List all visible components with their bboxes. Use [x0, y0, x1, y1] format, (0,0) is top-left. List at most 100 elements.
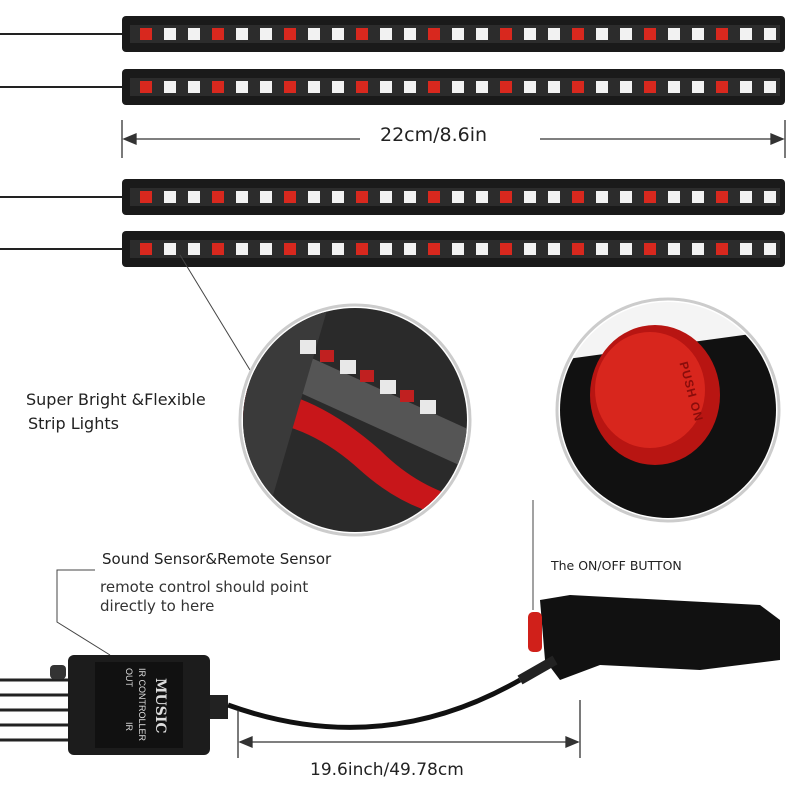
led-chip [500, 243, 512, 255]
led-chip [428, 243, 440, 255]
led-chip [764, 191, 776, 203]
led-strips [0, 16, 785, 267]
led-chip [476, 81, 488, 93]
led-chip [284, 191, 296, 203]
led-chip [716, 28, 728, 40]
led-chip [596, 81, 608, 93]
led-chip [236, 243, 248, 255]
led-chip [500, 191, 512, 203]
led-chip [548, 28, 560, 40]
led-chip [524, 243, 536, 255]
led-chip [572, 243, 584, 255]
led-chip [740, 81, 752, 93]
led-chip [524, 191, 536, 203]
strip-length-dimension [121, 120, 786, 158]
controller-out-label: OUT [124, 668, 134, 687]
strip-callout-line2: Strip Lights [28, 414, 119, 433]
led-chip [284, 243, 296, 255]
led-chip [380, 28, 392, 40]
led-chip [524, 28, 536, 40]
led-chip [212, 28, 224, 40]
led-chip [572, 81, 584, 93]
led-chip [236, 28, 248, 40]
led-chip [644, 243, 656, 255]
led-chip [596, 191, 608, 203]
led-chip [452, 28, 464, 40]
led-chip [260, 28, 272, 40]
leader-lines [56, 254, 534, 656]
led-chip [140, 243, 152, 255]
led-chip [548, 81, 560, 93]
led-chip [356, 243, 368, 255]
led-chip [548, 191, 560, 203]
led-strip [0, 69, 785, 105]
led-chip [572, 191, 584, 203]
led-chip [692, 243, 704, 255]
led-chip [260, 81, 272, 93]
led-chip [164, 191, 176, 203]
led-chip [332, 81, 344, 93]
led-chip [260, 191, 272, 203]
led-chip [764, 81, 776, 93]
led-chip [404, 28, 416, 40]
led-chip [332, 243, 344, 255]
button-closeup [555, 297, 781, 523]
led-chip [308, 28, 320, 40]
led-chip [668, 191, 680, 203]
sensor-callout-note: remote control should point directly to … [100, 578, 309, 615]
cable [227, 677, 522, 730]
led-chip [212, 243, 224, 255]
led-chip [596, 28, 608, 40]
led-chip [404, 243, 416, 255]
led-chip [404, 81, 416, 93]
led-chip [716, 243, 728, 255]
led-chip [236, 81, 248, 93]
led-chip [548, 243, 560, 255]
led-chip [476, 28, 488, 40]
ir-controller-box [0, 655, 228, 755]
led-chip [332, 28, 344, 40]
led-chip [524, 81, 536, 93]
led-chip [188, 243, 200, 255]
button-callout: The ON/OFF BUTTON [551, 558, 682, 573]
strip-length-label: 22cm/8.6in [380, 124, 488, 146]
led-chip [308, 243, 320, 255]
led-chip [212, 191, 224, 203]
led-chip [692, 28, 704, 40]
controller-ir-label: IR [124, 722, 134, 731]
led-chip [620, 191, 632, 203]
led-chip [284, 28, 296, 40]
led-chip [692, 191, 704, 203]
led-chip [140, 28, 152, 40]
cable-length-dimension [237, 700, 581, 758]
led-chip [188, 28, 200, 40]
led-chip [716, 191, 728, 203]
led-chip [452, 191, 464, 203]
led-chip [380, 81, 392, 93]
led-chip [500, 81, 512, 93]
led-chip [188, 191, 200, 203]
cable-length-label: 19.6inch/49.78cm [310, 760, 464, 780]
led-chip [668, 28, 680, 40]
led-chip [740, 28, 752, 40]
led-chip [740, 243, 752, 255]
led-chip [644, 191, 656, 203]
led-chip [476, 191, 488, 203]
led-chip [596, 243, 608, 255]
led-chip [716, 81, 728, 93]
led-chip [644, 28, 656, 40]
led-chip [308, 81, 320, 93]
led-chip [452, 243, 464, 255]
cigarette-lighter-plug [517, 595, 780, 685]
led-chip [380, 191, 392, 203]
led-chip [572, 28, 584, 40]
led-chip [740, 191, 752, 203]
led-chip [668, 243, 680, 255]
led-chip [764, 28, 776, 40]
led-chip [500, 28, 512, 40]
led-chip [692, 81, 704, 93]
led-chip [164, 81, 176, 93]
led-chip [452, 81, 464, 93]
